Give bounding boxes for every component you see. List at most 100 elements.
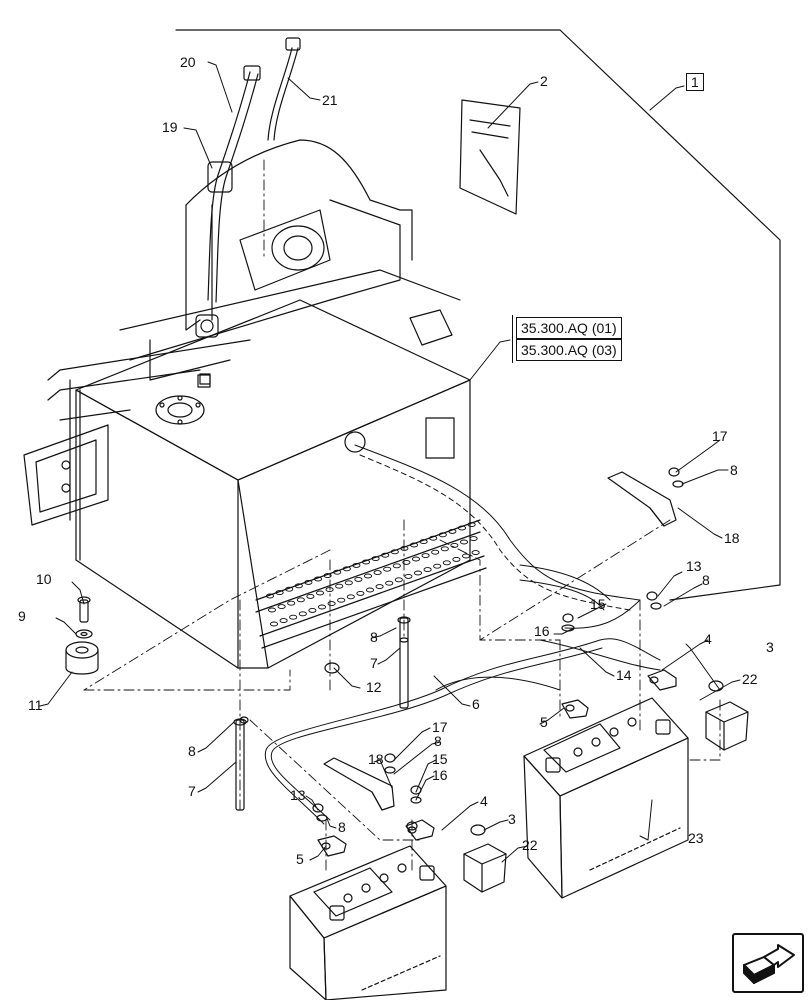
callout-19: 19	[162, 119, 178, 135]
tray-slot	[269, 621, 279, 627]
callout-9: 9	[18, 608, 26, 624]
tray-slot	[325, 587, 334, 593]
callout-22b: 22	[522, 837, 538, 853]
callout-6: 6	[472, 696, 480, 712]
assembly-frame-line	[175, 29, 781, 601]
operator-manual	[459, 99, 521, 215]
tray-slot	[285, 586, 294, 592]
tray-slots	[265, 522, 480, 627]
tray-slot	[413, 570, 423, 576]
tray-slot	[298, 611, 307, 617]
tray-slot	[275, 590, 284, 596]
chassis-frame	[23, 139, 461, 561]
tray-slot	[461, 553, 471, 559]
tray-slot	[392, 563, 401, 569]
rubber-mount-11	[65, 641, 99, 675]
callout-8f: 8	[338, 819, 346, 835]
tray-slot	[429, 535, 438, 541]
tray-slot	[467, 522, 476, 528]
tray-slot	[308, 607, 317, 613]
callout-4a: 4	[704, 631, 712, 647]
tray-slot	[287, 600, 296, 606]
tray-slot	[265, 593, 275, 599]
callout-8b: 8	[702, 572, 710, 588]
tray-slot	[394, 577, 403, 583]
next-page-button[interactable]	[732, 933, 804, 993]
tray-slot	[344, 580, 353, 586]
callout-13b: 13	[290, 787, 306, 803]
tray-slot	[469, 536, 478, 542]
tray-slot	[411, 556, 421, 562]
tray-slot	[277, 604, 286, 610]
tray-slot	[450, 542, 459, 548]
long-bolt-7	[233, 616, 411, 811]
callout-15a: 15	[590, 596, 606, 612]
tray-slot	[333, 569, 342, 575]
tray-slot	[361, 559, 371, 565]
callout-10: 10	[36, 571, 52, 587]
tray-slot	[315, 590, 325, 596]
alignment-centerlines	[83, 159, 721, 871]
tray-slot	[419, 539, 428, 545]
upper-cables	[207, 37, 301, 303]
tray-slot	[440, 546, 449, 552]
tray-slot	[327, 601, 336, 607]
tray-slot	[346, 594, 355, 600]
callout-8c: 8	[370, 629, 378, 645]
callout-3a: 3	[766, 639, 774, 655]
reference-link-35-300-aq-01[interactable]: 35.300.AQ (01)	[512, 315, 622, 341]
tray-slot	[323, 573, 332, 579]
tray-slot	[354, 576, 363, 582]
tray-slot	[402, 559, 411, 565]
small-hardware	[75, 467, 684, 831]
callout-22a: 22	[742, 671, 758, 687]
tray-slot	[390, 549, 399, 555]
callout-18a: 18	[724, 530, 740, 546]
tray-slot	[459, 539, 469, 545]
callout-8d: 8	[188, 743, 196, 759]
callout-8a: 8	[730, 462, 738, 478]
tray-slot	[385, 580, 394, 586]
callout-17b: 17	[432, 719, 448, 735]
tray-slot	[363, 573, 373, 579]
tray-slot	[433, 563, 442, 569]
terminal-clamps	[317, 669, 677, 857]
battery-left	[289, 845, 447, 1000]
tray-slot	[371, 556, 380, 562]
tray-slot	[306, 593, 315, 599]
callout-11: 11	[28, 697, 43, 713]
hold-down-brackets	[323, 471, 677, 811]
callout-5a: 5	[540, 714, 548, 730]
tray-slot	[448, 528, 457, 534]
tray-slot	[313, 576, 323, 582]
tray-slot	[317, 604, 327, 610]
tray-slot	[365, 587, 375, 593]
tray-slot	[356, 590, 365, 596]
tray-slot	[296, 597, 305, 603]
tray-slot	[421, 553, 430, 559]
tray-slot	[381, 552, 390, 558]
tray-slot	[442, 560, 451, 566]
battery-right	[523, 697, 689, 899]
callout-17a: 17	[712, 428, 728, 444]
tray-slot	[383, 566, 392, 572]
callout-21: 21	[322, 92, 338, 108]
tray-slot	[352, 562, 361, 568]
tray-slot	[471, 550, 480, 556]
callout-15b: 15	[432, 751, 448, 767]
tray-slot	[438, 532, 447, 538]
callout-8e: 8	[434, 733, 442, 749]
tray-slot	[337, 597, 346, 603]
terminal-caps	[463, 680, 749, 893]
callout-7b: 7	[188, 783, 196, 799]
tray-slot	[457, 525, 467, 531]
callout-14: 14	[616, 667, 632, 683]
next-page-arrow-icon	[743, 944, 795, 984]
tray-slot	[279, 618, 288, 624]
tray-slot	[342, 566, 351, 572]
callout-12: 12	[366, 679, 382, 695]
reference-link-35-300-aq-03[interactable]: 35.300.AQ (03)	[512, 337, 622, 363]
battery-cable-loom	[264, 444, 661, 825]
